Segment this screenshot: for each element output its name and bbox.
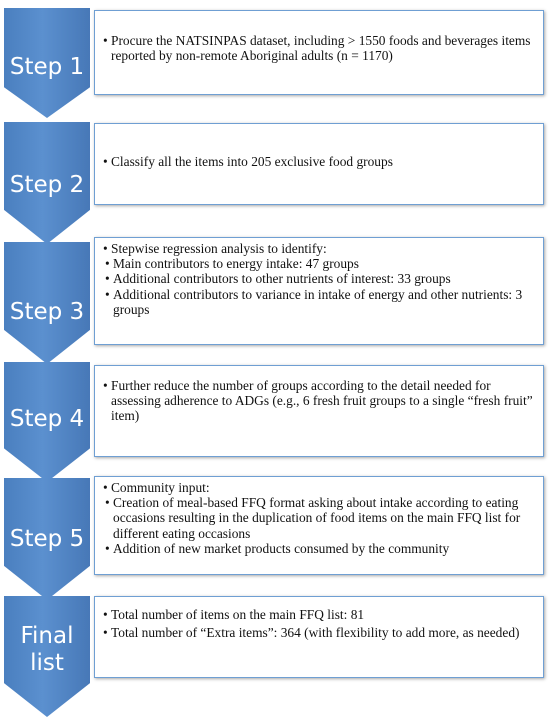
- step-1-label: Step 1: [9, 54, 85, 80]
- step-4-item: Further reduce the number of groups acco…: [103, 378, 537, 424]
- step-3-subitem: Additional contributors to other nutrien…: [105, 271, 537, 286]
- step-3-box: Stepwise regression analysis to identify…: [94, 237, 544, 345]
- step-5-list: Community input: Creation of meal-based …: [103, 480, 537, 556]
- step-2-box: Classify all the items into 205 exclusiv…: [94, 123, 544, 205]
- step-3-chevron: Step 3: [4, 242, 90, 364]
- step-5-subitem: Creation of meal-based FFQ format asking…: [105, 495, 537, 541]
- step-1-item: Procure the NATSINPAS dataset, including…: [103, 33, 537, 63]
- final-list-label: Final list: [20, 623, 74, 676]
- step-2-label: Step 2: [9, 172, 85, 198]
- final-list-chevron: Final list: [4, 596, 90, 717]
- step-5-box: Community input: Creation of meal-based …: [94, 476, 544, 575]
- step-5-chevron: Step 5: [4, 478, 90, 600]
- step-4-box: Further reduce the number of groups acco…: [94, 365, 544, 457]
- step-3-label: Step 3: [9, 299, 85, 325]
- step-3-subitem: Main contributors to energy intake: 47 g…: [105, 256, 537, 271]
- step-4-list: Further reduce the number of groups acco…: [103, 378, 537, 424]
- step-1-list: Procure the NATSINPAS dataset, including…: [103, 33, 537, 63]
- final-list-item: Total number of items on the main FFQ li…: [103, 607, 537, 622]
- step-2-list: Classify all the items into 205 exclusiv…: [103, 154, 537, 169]
- step-3-subitem: Additional contributors to variance in i…: [105, 287, 537, 317]
- step-2-chevron: Step 2: [4, 122, 90, 244]
- step-1-box: Procure the NATSINPAS dataset, including…: [94, 10, 544, 95]
- step-4-label: Step 4: [9, 406, 85, 432]
- step-1-chevron: Step 1: [4, 8, 90, 118]
- final-list-list: Total number of items on the main FFQ li…: [103, 607, 537, 641]
- step-4-chevron: Step 4: [4, 362, 90, 482]
- step-5-item: Community input:: [103, 480, 537, 495]
- step-3-item: Stepwise regression analysis to identify…: [103, 241, 537, 256]
- final-list-box: Total number of items on the main FFQ li…: [94, 596, 544, 678]
- step-5-subitem: Addition of new market products consumed…: [105, 541, 537, 556]
- step-2-item: Classify all the items into 205 exclusiv…: [103, 154, 537, 169]
- final-list-item: Total number of “Extra items”: 364 (with…: [103, 625, 537, 640]
- step-5-label: Step 5: [9, 526, 85, 552]
- step-3-list: Stepwise regression analysis to identify…: [103, 241, 537, 317]
